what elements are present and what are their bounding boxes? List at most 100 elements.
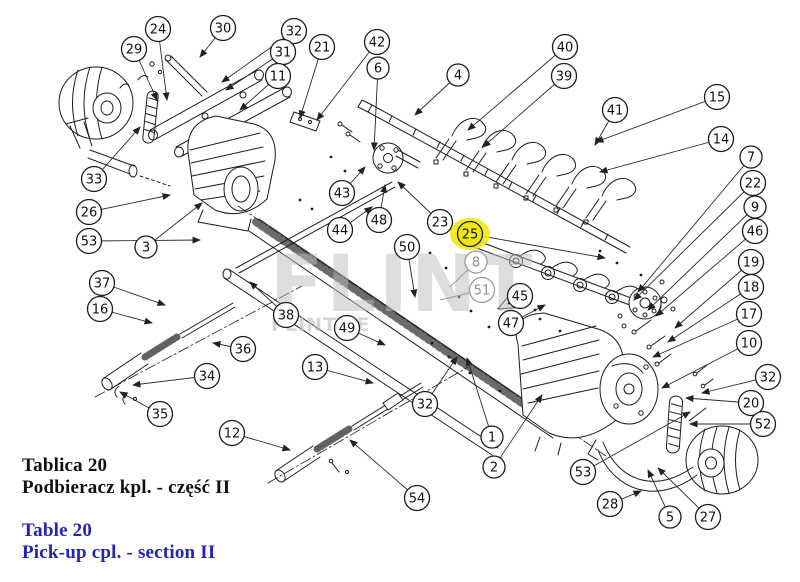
callout-label-32: 32 <box>417 398 434 413</box>
callout-label-19: 19 <box>743 256 760 271</box>
callout-13[interactable] <box>301 353 329 381</box>
callout-label-37: 37 <box>94 277 111 292</box>
callout-6[interactable] <box>366 56 390 80</box>
callout-40[interactable] <box>551 33 579 61</box>
callout-3[interactable] <box>134 235 158 259</box>
callout-41[interactable] <box>601 96 629 124</box>
callout-10[interactable] <box>735 329 763 357</box>
callout-37[interactable] <box>88 269 116 297</box>
callout-42[interactable] <box>363 28 391 56</box>
callout-2[interactable] <box>482 455 506 479</box>
callout-32[interactable] <box>411 390 439 418</box>
callout-label-48: 48 <box>371 214 388 229</box>
callout-20[interactable] <box>737 389 765 417</box>
leader-15 <box>595 96 718 143</box>
callout-label-18: 18 <box>743 281 760 296</box>
callout-11[interactable] <box>264 62 292 90</box>
callout-label-20: 20 <box>743 397 760 412</box>
callout-49[interactable] <box>333 314 361 342</box>
leader-25 <box>469 233 606 261</box>
cutter-bar <box>357 99 631 254</box>
callout-label-17: 17 <box>741 308 758 323</box>
callout-23[interactable] <box>426 208 454 236</box>
callout-label-41: 41 <box>607 104 624 119</box>
callout-30[interactable] <box>209 14 237 42</box>
hardware-dots <box>298 155 643 393</box>
callout-27[interactable] <box>694 503 722 531</box>
callout-32[interactable] <box>280 17 308 45</box>
callout-label-53: 53 <box>575 466 592 481</box>
callout-28[interactable] <box>596 490 624 518</box>
leader-14 <box>599 138 722 174</box>
callout-22[interactable] <box>739 169 767 197</box>
callout-50[interactable] <box>393 233 421 261</box>
callout-label-16: 16 <box>92 303 109 318</box>
leader-39 <box>482 75 565 148</box>
callout-label-8: 8 <box>472 256 480 271</box>
lower-middle-tube <box>267 366 469 484</box>
callout-label-1: 1 <box>488 431 496 446</box>
callout-label-53: 53 <box>81 235 98 250</box>
leader-18 <box>667 286 752 343</box>
callout-51[interactable] <box>468 276 496 304</box>
callout-33[interactable] <box>80 165 108 193</box>
drive-flange <box>337 121 421 174</box>
leader-40 <box>467 46 566 131</box>
leader-3 <box>145 202 203 248</box>
callout-21[interactable] <box>308 33 336 61</box>
callout-47[interactable] <box>497 309 525 337</box>
caption-pl-line1: Tablica 20 <box>22 455 108 476</box>
callout-32[interactable] <box>754 363 782 391</box>
callout-25[interactable] <box>456 220 484 248</box>
caption-en-line1: Table 20 <box>22 520 93 541</box>
callout-4[interactable] <box>446 63 470 87</box>
callout-53[interactable] <box>569 458 597 486</box>
callout-8[interactable] <box>464 250 488 274</box>
callout-label-46: 46 <box>747 225 764 240</box>
callout-17[interactable] <box>735 300 763 328</box>
callout-15[interactable] <box>703 83 731 111</box>
callout-29[interactable] <box>120 35 148 63</box>
callout-45[interactable] <box>506 282 534 310</box>
callout-12[interactable] <box>218 419 246 447</box>
callout-label-6: 6 <box>374 62 382 77</box>
callout-38[interactable] <box>272 301 300 329</box>
callout-24[interactable] <box>144 15 172 43</box>
callout-label-27: 27 <box>700 511 717 526</box>
callout-1[interactable] <box>480 425 504 449</box>
callout-label-30: 30 <box>215 22 232 37</box>
callout-label-21: 21 <box>314 41 331 56</box>
callout-52[interactable] <box>749 410 777 438</box>
callout-14[interactable] <box>707 125 735 153</box>
callout-43[interactable] <box>328 179 356 207</box>
callout-44[interactable] <box>326 216 354 244</box>
machine-drawing <box>58 54 759 495</box>
caption-pl-line2: Podbieracz kpl. - część II <box>22 477 231 498</box>
callout-46[interactable] <box>741 217 769 245</box>
callout-35[interactable] <box>146 400 174 428</box>
callout-53[interactable] <box>75 227 103 255</box>
caption-polish: Tablica 20 Podbieracz kpl. - część II <box>22 455 230 499</box>
callout-label-26: 26 <box>81 206 98 221</box>
callout-5[interactable] <box>658 505 682 529</box>
callout-7[interactable] <box>739 145 763 169</box>
callout-18[interactable] <box>737 273 765 301</box>
callout-36[interactable] <box>229 335 257 363</box>
callout-48[interactable] <box>365 206 393 234</box>
callout-39[interactable] <box>550 62 578 90</box>
leader-6 <box>370 67 379 151</box>
callout-label-4: 4 <box>454 69 462 84</box>
callout-34[interactable] <box>193 362 221 390</box>
leader-22 <box>633 182 754 301</box>
callout-label-13: 13 <box>307 361 324 376</box>
callout-label-2: 2 <box>490 461 498 476</box>
leader-46 <box>655 230 756 317</box>
callout-54[interactable] <box>403 484 431 512</box>
callout-26[interactable] <box>75 198 103 226</box>
leader-2 <box>493 394 543 468</box>
leader-26 <box>88 193 171 213</box>
leader-19 <box>674 261 752 329</box>
callout-label-45: 45 <box>512 290 529 305</box>
callout-16[interactable] <box>86 295 114 323</box>
